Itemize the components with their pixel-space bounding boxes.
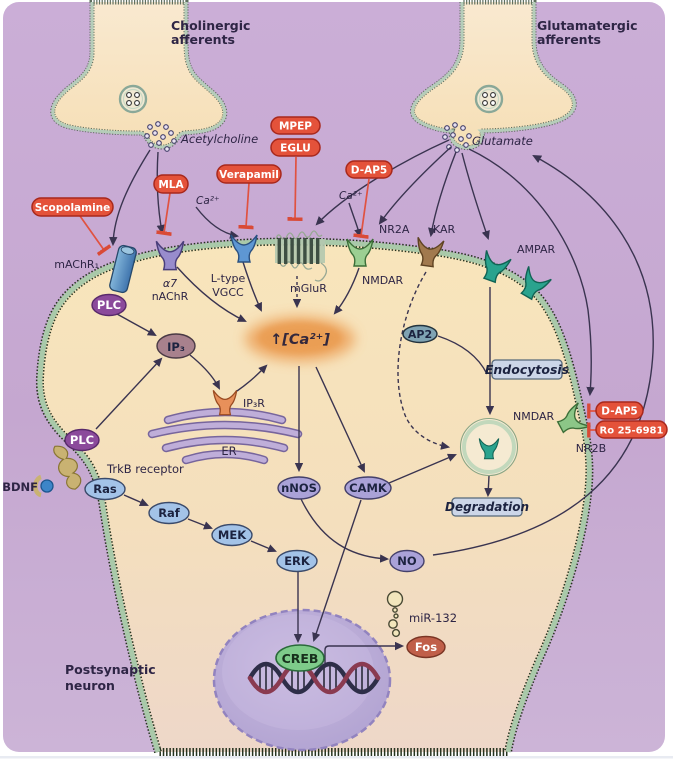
bdnf-ligand bbox=[40, 479, 54, 493]
dna-helix bbox=[247, 661, 381, 695]
no-node bbox=[389, 549, 425, 573]
synaptic-vesicle-icon bbox=[118, 84, 148, 114]
verapamil-pill-label: Verapamil bbox=[219, 169, 279, 181]
ras-node bbox=[84, 477, 126, 501]
mglur-receptor bbox=[275, 230, 328, 282]
nr2a-label: NR2A bbox=[379, 223, 410, 236]
cholinergic-terminal bbox=[50, 0, 228, 152]
acetylcholine-molecules bbox=[144, 121, 177, 152]
nnos-label: nNOS bbox=[281, 481, 317, 495]
acetylcholine-label: Acetylcholine bbox=[180, 132, 258, 146]
scopolamine-pill-label: Scopolamine bbox=[35, 202, 111, 214]
plc-bottom-label: PLC bbox=[70, 433, 94, 447]
erk-label: ERK bbox=[284, 554, 311, 568]
creb-label: CREB bbox=[282, 651, 319, 666]
mla-pill bbox=[153, 174, 189, 194]
raf-node bbox=[148, 501, 190, 525]
ro25-pill bbox=[595, 420, 668, 439]
ip3r-label: IP₃R bbox=[243, 397, 265, 410]
plc-top-label: PLC bbox=[97, 298, 121, 312]
ro25-pill-label: Ro 25-6981 bbox=[600, 426, 664, 437]
trkb-receptor-shape bbox=[33, 445, 82, 498]
signal-arrows bbox=[95, 139, 654, 663]
verapamil-pill bbox=[216, 164, 282, 184]
endocytosis-label: Endocytosis bbox=[485, 362, 569, 377]
plc-bottom-node bbox=[64, 428, 100, 452]
fos-label: Fos bbox=[415, 640, 437, 654]
mpep-pill bbox=[270, 116, 321, 135]
bdnf-label: BDNF bbox=[2, 480, 38, 494]
page-bottom-rule bbox=[0, 756, 673, 759]
ip3-label: IP₃ bbox=[167, 340, 185, 354]
er-label: ER bbox=[221, 444, 236, 458]
degradation-label: Degradation bbox=[445, 500, 529, 514]
glutamatergic-terminal bbox=[410, 0, 577, 153]
glutamate-molecules bbox=[442, 122, 472, 153]
degradation-box bbox=[451, 497, 523, 517]
no-label: NO bbox=[397, 554, 417, 568]
ip3-node bbox=[156, 333, 196, 359]
drug-inhibition-lines bbox=[79, 156, 597, 430]
postsynaptic-label-line1: Postsynaptic bbox=[65, 662, 156, 677]
nmdar-synaptic-label: NMDAR bbox=[362, 274, 404, 287]
dap5-presyn-pill bbox=[345, 160, 393, 179]
ap2-label: AP2 bbox=[408, 328, 432, 341]
cholinergic-title-line2: afferents bbox=[171, 32, 235, 47]
postsynaptic-label-line2: neuron bbox=[65, 678, 115, 693]
raf-label: Raf bbox=[158, 506, 181, 520]
endosome-vesicle bbox=[459, 417, 519, 477]
glutamate-label: Glutamate bbox=[472, 134, 533, 148]
synaptic-vesicle-icon bbox=[474, 84, 504, 114]
ras-label: Ras bbox=[93, 482, 117, 496]
vgcc-label-line1: L-type bbox=[211, 272, 246, 285]
machr-receptor bbox=[109, 244, 137, 294]
nnos-node bbox=[277, 476, 321, 500]
labels: Cholinergic afferents Glutamatergic affe… bbox=[2, 18, 663, 693]
mir132-label: miR-132 bbox=[409, 611, 457, 625]
scopolamine-pill bbox=[31, 197, 114, 217]
mek-node bbox=[211, 523, 253, 547]
camk-node bbox=[344, 476, 392, 500]
process-boxes bbox=[451, 359, 563, 517]
calcium-rise-cloud bbox=[245, 316, 355, 362]
creb-node bbox=[275, 644, 325, 672]
glutamatergic-title-line2: afferents bbox=[537, 32, 601, 47]
ap2-node bbox=[402, 324, 438, 344]
glutamatergic-title-line1: Glutamatergic bbox=[537, 18, 638, 33]
camk-label: CAMK bbox=[349, 481, 388, 495]
mla-pill-label: MLA bbox=[158, 179, 184, 191]
mek-label: MEK bbox=[218, 528, 247, 542]
nr2b-label: NR2B bbox=[576, 442, 606, 455]
erk-node bbox=[276, 549, 318, 573]
dap5-nr2b-pill-label: D-AP5 bbox=[601, 406, 637, 418]
endocytosis-box bbox=[491, 359, 563, 380]
nmdar-extrasynaptic-label: NMDAR bbox=[513, 410, 555, 423]
cell-membrane-outer bbox=[35, 237, 594, 756]
eglu-pill-label: EGLU bbox=[280, 143, 311, 155]
mpep-pill-label: MPEP bbox=[279, 121, 312, 133]
nachr-alpha-label: α7 bbox=[163, 277, 177, 290]
ampar-label: AMPAR bbox=[517, 243, 555, 256]
trkb-label: TrkB receptor bbox=[106, 462, 184, 476]
mglur-label: mGluR bbox=[290, 282, 327, 295]
dap5-presyn-pill-label: D-AP5 bbox=[351, 165, 387, 177]
eglu-pill bbox=[270, 138, 321, 157]
kar-label: KAR bbox=[433, 223, 456, 236]
calcium-label-right: Ca²⁺ bbox=[339, 190, 363, 202]
drug-pills bbox=[31, 116, 668, 439]
vgcc-label-line2: VGCC bbox=[212, 286, 244, 299]
plc-top-node bbox=[91, 293, 127, 317]
nucleus bbox=[212, 608, 392, 752]
calcium-label-left: Ca²⁺ bbox=[196, 195, 220, 207]
mir132-hairpin-icon bbox=[386, 590, 404, 638]
machr-label: mAChR₁ bbox=[54, 258, 99, 271]
fos-node bbox=[406, 635, 446, 659]
calcium-rise-label: ↑[Ca²⁺] bbox=[270, 332, 330, 348]
molecule-nodes bbox=[64, 293, 446, 672]
nachr-label: nAChR bbox=[152, 290, 189, 303]
cholinergic-title-line1: Cholinergic bbox=[171, 18, 250, 33]
dap5-nr2b-pill bbox=[595, 401, 644, 420]
